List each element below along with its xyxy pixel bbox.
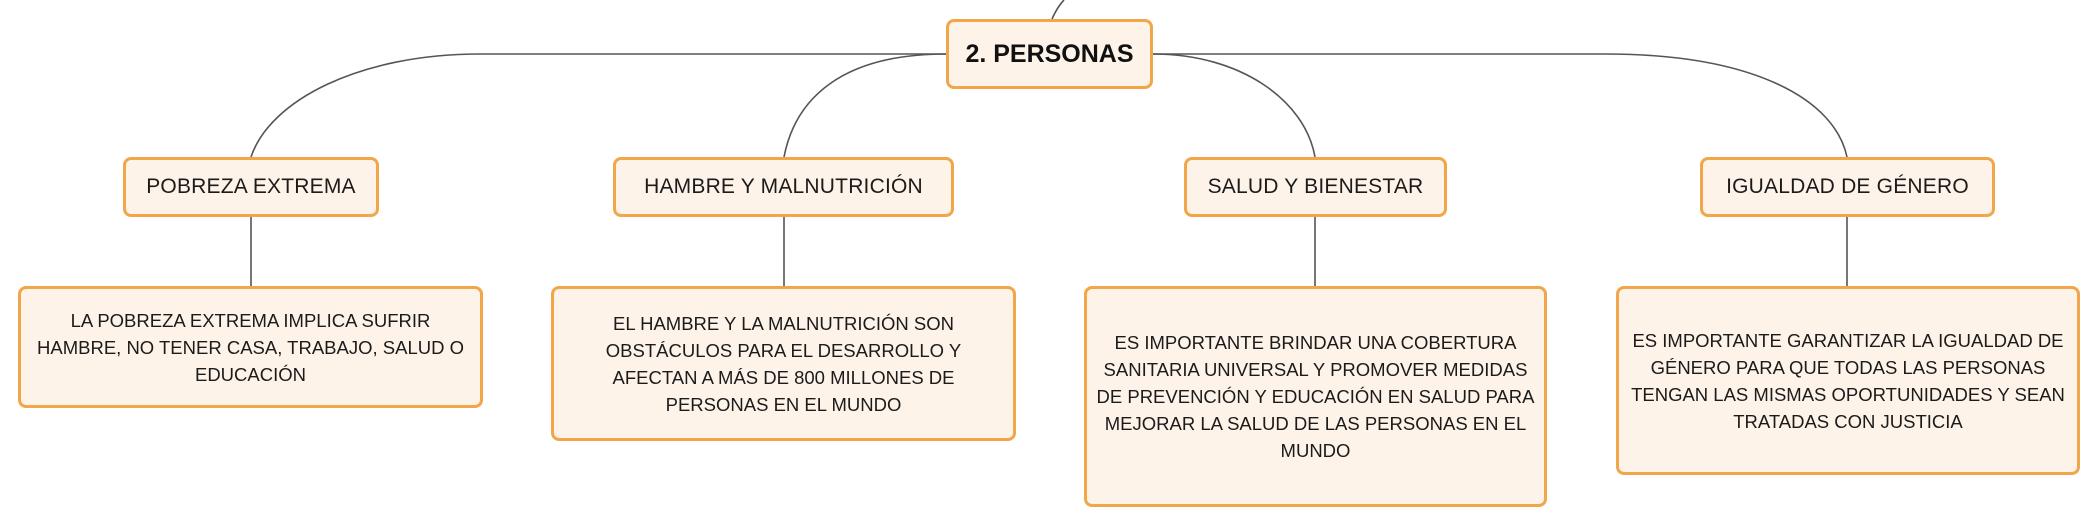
detail-node-hambre-malnutricion[interactable]: EL HAMBRE Y LA MALNUTRICIÓN SON OBSTÁCUL…: [551, 286, 1016, 441]
connector-root-topic-1: [250, 53, 946, 158]
topic-node-hambre-malnutricion[interactable]: HAMBRE Y MALNUTRICIÓN: [613, 157, 954, 217]
root-node-label: 2. PERSONAS: [965, 39, 1134, 68]
connector-root-incoming: [1051, 0, 1065, 20]
topic-node-label: HAMBRE Y MALNUTRICIÓN: [644, 175, 923, 198]
detail-node-text: ES IMPORTANTE BRINDAR UNA COBERTURA SANI…: [1096, 332, 1535, 461]
topic-node-label: SALUD Y BIENESTAR: [1207, 175, 1424, 198]
detail-node-igualdad-genero[interactable]: ES IMPORTANTE GARANTIZAR LA IGUALDAD DE …: [1616, 286, 2080, 475]
detail-node-text: EL HAMBRE Y LA MALNUTRICIÓN SON OBSTÁCUL…: [605, 312, 962, 415]
topic-node-igualdad-genero[interactable]: IGUALDAD DE GÉNERO: [1700, 157, 1995, 217]
detail-node-text: LA POBREZA EXTREMA IMPLICA SUFRIR HAMBRE…: [37, 309, 464, 385]
detail-node-pobreza-extrema[interactable]: LA POBREZA EXTREMA IMPLICA SUFRIR HAMBRE…: [18, 286, 483, 408]
topic-node-label: IGUALDAD DE GÉNERO: [1726, 175, 1969, 198]
detail-node-text: ES IMPORTANTE GARANTIZAR LA IGUALDAD DE …: [1631, 329, 2065, 432]
topic-node-label: POBREZA EXTREMA: [146, 175, 356, 198]
connector-root-topic-4: [1153, 53, 1848, 158]
detail-node-salud-bienestar[interactable]: ES IMPORTANTE BRINDAR UNA COBERTURA SANI…: [1084, 286, 1547, 507]
root-node[interactable]: 2. PERSONAS: [946, 19, 1153, 89]
topic-node-pobreza-extrema[interactable]: POBREZA EXTREMA: [123, 157, 379, 217]
connector-root-topic-3: [1152, 53, 1316, 158]
connector-root-topic-2: [783, 53, 947, 158]
topic-node-salud-bienestar[interactable]: SALUD Y BIENESTAR: [1184, 157, 1447, 217]
